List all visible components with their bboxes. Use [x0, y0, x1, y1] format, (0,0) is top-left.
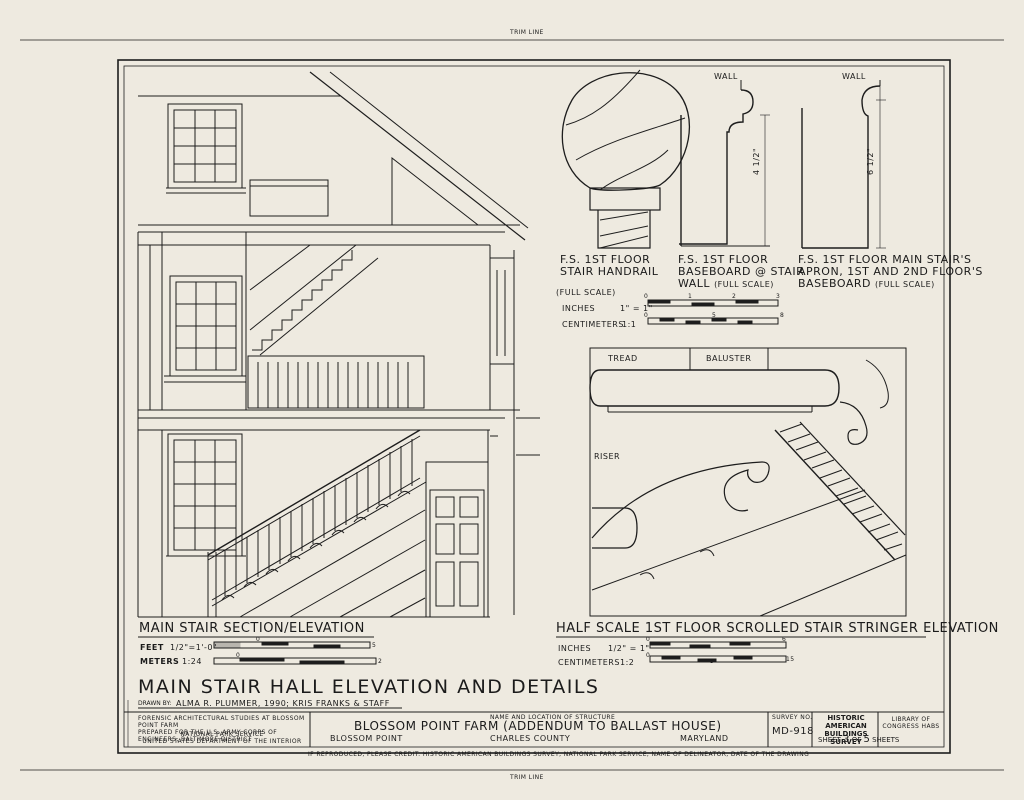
structure-name: BLOSSOM POINT FARM (ADDENDUM TO BALLAST …	[354, 719, 722, 733]
riser-label: RISER	[594, 452, 621, 461]
stringer-inches-label: INCHES	[558, 644, 592, 653]
trim-line-top-label: TRIM LINE	[510, 29, 544, 36]
section-feet-tick-0: 0	[256, 636, 261, 643]
sheet-total: 5	[863, 734, 870, 745]
section-scale-bars	[213, 641, 377, 665]
apron-title-line3: BASEBOARD	[798, 277, 871, 290]
sheet-label: SHEET	[818, 736, 841, 744]
drawn-by-label: DRAWN BY:	[138, 700, 172, 707]
handrail-profile	[561, 69, 690, 249]
title-block-lines	[124, 700, 944, 747]
apron-dimension: 6 1/2"	[866, 147, 875, 175]
baseboard-scale-note: (FULL SCALE)	[714, 280, 774, 289]
stringer-cm-label: CENTIMETERS	[558, 658, 620, 667]
stringer-inch-tick-6: 6	[782, 636, 787, 643]
stair-section-elevation	[137, 71, 540, 618]
apron-wall-label: WALL	[842, 72, 866, 81]
baseboard-title: F.S. 1ST FLOOR BASEBOARD @ STAIR WALL (F…	[678, 253, 805, 290]
section-meter-tick-2: 2	[378, 658, 383, 665]
structure-header: NAME AND LOCATION OF STRUCTURE	[490, 714, 616, 721]
sheet-of: OF	[851, 736, 862, 744]
tread-label: TREAD	[608, 354, 638, 363]
stringer-scale-bars	[649, 641, 787, 663]
survey-number: MD-918	[772, 726, 815, 737]
detail-cm-label: CENTIMETERS	[562, 320, 624, 329]
stringer-elevation	[589, 347, 907, 617]
apron-scale-note: (FULL SCALE)	[874, 280, 935, 289]
outer-border	[117, 59, 951, 754]
agency-credit: NATIONAL PARK SERVICE UNITED STATES DEPA…	[142, 731, 302, 745]
apron-title: F.S. 1ST FLOOR MAIN STAIR'S APRON, 1ST A…	[798, 253, 983, 290]
sheet-current: 3	[843, 734, 850, 745]
handrail-scale-note: (FULL SCALE)	[556, 288, 616, 297]
detail-inch-tick-2: 2	[732, 293, 737, 300]
structure-county: CHARLES COUNTY	[490, 734, 571, 743]
stringer-cm-tick-0: 0	[646, 652, 651, 659]
inner-border	[123, 65, 945, 748]
section-title: MAIN STAIR SECTION/ELEVATION	[139, 621, 365, 636]
stringer-cm-ratio: 1:2	[620, 658, 635, 667]
section-feet-tick-5: 5	[372, 642, 377, 649]
detail-inch-tick-0: 0	[644, 293, 649, 300]
stringer-cm-tick-5: 5	[710, 658, 715, 665]
stringer-inch-tick-0: 0	[646, 636, 651, 643]
trim-line-bottom-label: TRIM LINE	[510, 774, 544, 781]
drawn-by: ALMA R. PLUMMER, 1990; KRIS FRANKS & STA…	[176, 699, 390, 708]
detail-cm-ratio: 1:1	[622, 320, 637, 329]
sheets-label: SHEETS	[872, 736, 900, 744]
loc-stamp: LIBRARY OF CONGRESS HABS	[882, 716, 940, 730]
handrail-title: F.S. 1ST FLOOR STAIR HANDRAIL	[560, 253, 659, 278]
section-meters-label: METERS	[140, 657, 180, 666]
study-credit: FORENSIC ARCHITECTURAL STUDIES AT BLOSSO…	[138, 715, 305, 743]
detail-inches-label: INCHES	[562, 304, 596, 313]
stringer-cm-tick-15: 15	[786, 656, 795, 663]
baseboard-stair-wall-profile	[679, 80, 770, 247]
baseboard-wall-label: WALL	[714, 72, 738, 81]
habs-name: HISTORIC AMERICAN BUILDINGS SURVEY	[824, 714, 868, 746]
section-feet-ratio: 1/2"=1'-0"	[170, 643, 218, 652]
stringer-inches-ratio: 1/2" = 1"	[608, 644, 650, 653]
sheet-number: SHEET 3 OF 5 SHEETS	[818, 734, 899, 745]
section-meter-tick-0: 0	[236, 652, 241, 659]
sheet-title: MAIN STAIR HALL ELEVATION AND DETAILS	[138, 676, 600, 698]
detail-inch-tick-3: 3	[776, 293, 781, 300]
baseboard-dimension: 4 1/2"	[752, 147, 761, 175]
stringer-title: HALF SCALE 1ST FLOOR SCROLLED STAIR STRI…	[556, 621, 999, 636]
baseboard-title-line3: WALL	[678, 277, 711, 290]
detail-cm-tick-8: 8	[780, 312, 785, 319]
reproduction-credit: IF REPRODUCED, PLEASE CREDIT: HISTORIC A…	[308, 751, 810, 758]
apron-baseboard-profile	[801, 80, 886, 249]
detail-cm-tick-5: 5	[712, 312, 717, 319]
structure-state: MARYLAND	[680, 734, 729, 743]
detail-scale-bars	[647, 299, 779, 325]
section-meters-ratio: 1:24	[182, 657, 202, 666]
baluster-label: BALUSTER	[706, 354, 752, 363]
section-feet-label: FEET	[140, 643, 164, 652]
detail-cm-tick-0: 0	[644, 312, 649, 319]
structure-location: BLOSSOM POINT	[330, 734, 403, 743]
detail-inch-tick-1: 1	[688, 293, 693, 300]
detail-inches-ratio: 1" = 1"	[620, 304, 653, 313]
survey-header: SURVEY NO.	[772, 714, 813, 721]
